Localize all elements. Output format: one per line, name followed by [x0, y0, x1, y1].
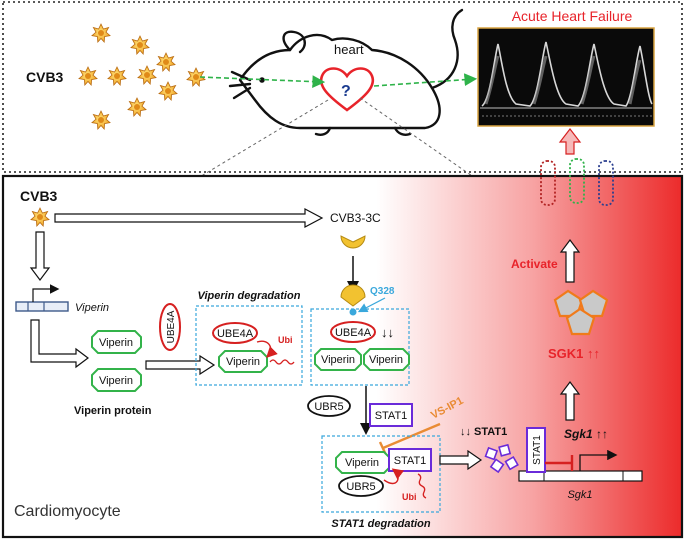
protease-label: CVB3-3C — [330, 211, 381, 225]
sgk1-gene-up-label: Sgk1 ↑↑ — [564, 427, 608, 441]
ubi-label: Ubi — [278, 335, 293, 345]
sgk1-protein-icon — [553, 289, 609, 336]
ube4a-cleavage-box — [310, 308, 410, 386]
stat1-label: STAT1 — [375, 410, 408, 422]
viperin-protein-1: Viperin — [91, 330, 142, 354]
viperin-protein-label: Viperin protein — [74, 405, 152, 417]
stat1-degradation-title: STAT1 degradation — [331, 518, 430, 530]
q328-site — [349, 308, 357, 316]
stat1-free — [369, 403, 413, 427]
heart-label: heart — [334, 42, 364, 57]
virus-particle-icon — [78, 66, 98, 86]
protease-3c-bound-icon — [340, 284, 366, 307]
transcription-open-arrow — [29, 231, 51, 281]
sgk1-gene-icon — [518, 449, 643, 482]
viperin-label: Viperin — [345, 457, 379, 469]
activate-label: Activate — [511, 257, 558, 271]
virus-particle-icon — [91, 110, 111, 130]
q328-label: Q328 — [370, 286, 395, 297]
ube4a-cleaved — [330, 321, 376, 343]
viperin-bound — [218, 350, 268, 373]
stat1-complex — [388, 448, 432, 472]
stat1-degradation-open-arrow — [439, 449, 483, 471]
ubiquitin-chain-icon — [269, 359, 295, 365]
mouse-icon — [228, 8, 464, 136]
viperin-protein-2: Viperin — [91, 368, 142, 392]
ubr5-complex — [338, 475, 384, 497]
cardiomyocyte-label: Cardiomyocyte — [14, 503, 121, 520]
ubr5-label: UBR5 — [314, 401, 343, 413]
ube4a-down-arrows: ↓↓ — [381, 325, 394, 340]
ube4a-free-icon: UBE4A — [159, 303, 181, 351]
virus-particle-icon — [127, 97, 147, 117]
ube4a-label: UBE4A — [217, 328, 254, 340]
translation-up-open-arrow — [559, 381, 581, 421]
viperin-label: Viperin — [369, 354, 403, 366]
ube4a-complex — [212, 322, 258, 344]
stat1-repressor — [526, 427, 546, 473]
heart-question-mark: ? — [341, 83, 351, 100]
protease-3c-icon — [340, 235, 366, 249]
ube4a-label: UBE4A — [166, 310, 177, 343]
virus-particle-icon — [137, 65, 157, 85]
ion-channels-icon — [540, 158, 614, 206]
virus-particle-icon — [156, 52, 176, 72]
q328-pointer — [357, 297, 386, 313]
ubiquitination-arrow — [256, 340, 278, 358]
ubi-label: Ubi — [402, 492, 417, 502]
ubr5-label: UBR5 — [346, 481, 375, 493]
stat1-label: STAT1 — [532, 435, 543, 465]
translation-open-arrow — [30, 319, 89, 369]
virus-particles-cluster — [78, 23, 206, 130]
ubr5-free — [307, 395, 351, 417]
virus-particle-icon — [158, 81, 178, 101]
infection-arrow — [199, 75, 326, 89]
vs-ip1-inhibition-line — [382, 422, 441, 450]
viperin-complex — [335, 451, 391, 474]
heart-failure-up-arrow — [558, 128, 582, 155]
outcome-title: Acute Heart Failure — [512, 8, 633, 24]
activation-up-open-arrow — [559, 239, 581, 283]
heart-failure-arrow — [373, 73, 478, 87]
echocardiogram-image — [477, 27, 655, 127]
stat1-fragments-icon — [484, 443, 519, 474]
top-virus-label: CVB3 — [26, 69, 64, 85]
viperin-degradation-title: Viperin degradation — [198, 290, 301, 302]
viperin-label: Viperin — [226, 356, 260, 368]
viperin-label: Viperin — [99, 375, 133, 387]
ube4a-label: UBE4A — [335, 327, 372, 339]
stat1-down-label: ↓↓ STAT1 — [460, 426, 507, 438]
degradation-open-arrow — [145, 354, 216, 376]
sgk1-protein-up-label: SGK1 ↑↑ — [548, 346, 600, 361]
zoom-line-right — [359, 97, 476, 179]
viperin-released-2 — [363, 348, 410, 371]
sgk1-gene-label: Sgk1 — [567, 489, 592, 501]
stat1-degradation-box — [321, 435, 441, 513]
zoom-line-left — [197, 99, 329, 179]
viperin-gene-label: Viperin — [75, 302, 109, 314]
ubiquitin-chain-icon — [417, 473, 427, 499]
viperin-label: Viperin — [99, 337, 133, 349]
virus-particle-icon — [91, 23, 111, 43]
viperin-gene-icon — [15, 284, 69, 312]
virus-particle-icon — [130, 35, 150, 55]
virus-particle-icon — [107, 66, 127, 86]
cleavage-open-arrow — [54, 208, 324, 228]
stat1-label: STAT1 — [394, 455, 427, 467]
cell-virus-label: CVB3 — [20, 188, 58, 204]
ubiquitination-arrow — [383, 468, 405, 485]
viperin-degradation-box — [195, 305, 303, 386]
viperin-label: Viperin — [321, 354, 355, 366]
viperin-released-1 — [314, 348, 362, 371]
